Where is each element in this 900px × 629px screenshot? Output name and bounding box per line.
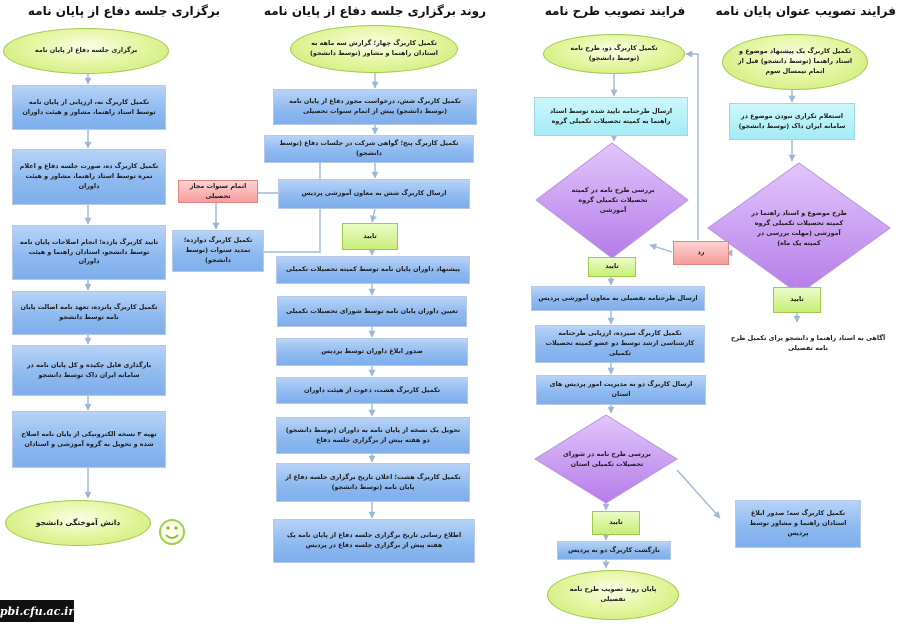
col3-propose-box: پیشنهاد داوران پایان نامه توسط کمیته تحص… [276,256,470,284]
col3-form6-box: تکمیل کاربرگ شش، درخواست مجوز دفاع از پا… [273,89,477,125]
col4-form15-box: تکمیل کاربرگ پانزده، تعهد نامه اصالت پای… [12,291,166,335]
col4-form9-box: تکمیل کاربرگ نه، ارزیابی از پایان نامه ت… [12,85,166,130]
col2-end-oval: پایان روند تصویب طرح نامه تفصیلی [547,570,679,620]
col2-start-oval: تکمیل کاربرگ دو، طرح نامه (توسط دانشجو) [543,34,685,74]
col1-reject-box: رد [673,241,729,265]
col3-start-oval: تکمیل کاربرگ چهار؛ گزارش سه ماهه به استا… [290,25,458,73]
col2-form3-box: تکمیل کاربرگ سه؛ صدور ابلاغ استادان راهن… [735,500,861,548]
col3-notify-box: صدور ابلاغ داوران توسط پردیس [276,338,468,366]
col2-send-group-box: ارسال طرحنامه تایید شده توسط استاد راهنم… [534,97,688,136]
title-col2: فرایند تصویب طرح نامه [544,4,686,18]
col2-send-form2-box: ارسال کاربرگ دو به مدیریت امور پردیس های… [536,375,706,405]
col3-announce-box: اطلاع رسانی تاریخ برگزاری جلسه دفاع از پ… [273,519,475,563]
col4-start-oval: برگزاری جلسه دفاع از پایان نامه [3,28,169,74]
title-col4: برگزاری جلسه دفاع از پایان نامه [27,4,220,18]
col2-form13-box: تکمیل کاربرگ سیزده، ارزیابی طرحنامه کارش… [535,325,705,363]
smiley-icon [159,519,185,545]
col3-approve-box: تایید [342,223,398,250]
col2-decision2-text: بررسی طرح نامه در شورای تحصیلات تکمیلی ا… [563,449,651,468]
col3-send-form6-box: ارسال کاربرگ شش به معاون آموزشی پردیس [278,179,470,209]
col1-inquiry-box: استعلام تکراری نبودن موضوع در سامانه ایر… [729,103,855,140]
title-col3: روند برگزاری جلسه دفاع از پایان نامه [263,4,486,18]
title-col1: فرایند تصویب عنوان پایان نامه [715,4,896,18]
col4-upload-box: بارگذاری فایل چکیده و کل پایان نامه در س… [12,345,166,396]
col1-decision-text: طرح موضوع و استاد راهنما در کمیته تحصیلا… [751,208,847,248]
col2-decision1-text: بررسی طرح نامه در کمیته تحصیلات تکمیلی گ… [571,185,655,215]
col2-send-deputy-box: ارسال طرحنامه تفصیلی به معاون آموزشی پرد… [531,286,705,311]
col3-deliver-box: تحویل یک نسخه از پایان نامه به داوران (ت… [276,417,470,454]
col3-form8-box: تکمیل کاربرگ هشت، دعوت از هیئت داوران [276,377,468,404]
col3-form5-box: تکمیل کاربرگ پنج؛ گواهی شرکت در جلسات دف… [264,135,474,163]
site-logo: pbi.cfu.ac.ir [0,600,74,622]
col4-form10-box: تکمیل کاربرگ ده، صورت جلسه دفاع و اعلام … [12,149,166,205]
col3-assign-box: تعیین داوران پایان نامه توسط شورای تحصیل… [277,296,467,327]
col1-approve-box: تایید [773,287,821,313]
col3-side-form12-box: تکمیل کاربرگ دوازده؛ تمدید سنوات (توسط د… [172,230,264,272]
col1-start-oval: تکمیل کاربرگ یک پیشنهاد موضوع و استاد را… [722,34,868,90]
col3-form8b-box: تکمیل کاربرگ هشت؛ اعلان تاریخ برگزاری جل… [276,463,470,502]
col3-side-title-box: اتمام سنوات مجاز تحصیلی [178,180,258,203]
col2-return-form2-box: بازگشت کاربرگ دو به پردیس [557,541,671,560]
col4-form11-box: تایید کاربرگ یازده؛ انجام اصلاحات پایان … [12,225,166,280]
col2-approve2-box: تایید [592,511,640,535]
col4-deliver-copies-box: تهیه ۳ نسخه الکترونیکی از پایان نامه اصل… [12,411,166,468]
col2-approve1-box: تایید [588,257,636,277]
col1-inform-text: آگاهی به استاد راهنما و دانشجو برای تکمی… [730,334,886,352]
col4-end-oval: دانش آموختگی دانشجو [5,500,151,546]
